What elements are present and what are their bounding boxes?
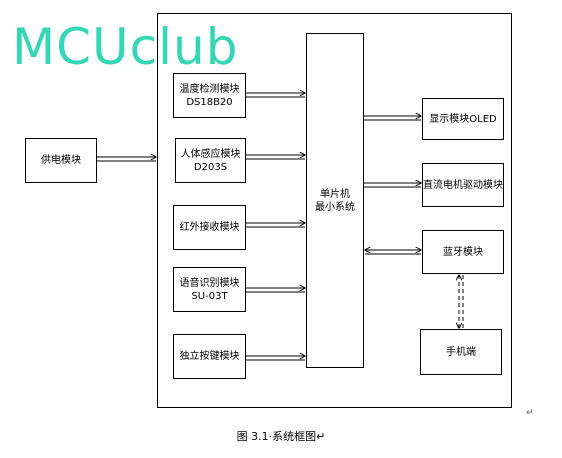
arrow-mcu-to-display [364,116,421,121]
phone-label: 手机端 [446,346,476,358]
phone-box: 手机端 [420,329,502,375]
human-sensor-module-model: D203S [193,161,228,173]
temperature-module-model: DS18B20 [186,96,233,108]
human-sensor-module-box: 人体感应模块 D203S [175,138,246,183]
system-frame [157,13,512,408]
temperature-module-box: 温度检测模块 DS18B20 [173,73,246,118]
display-module-box: 显示模块OLED [422,98,504,140]
key-module-label: 独立按键模块 [179,351,240,362]
arrow-mcu-to-motor [364,183,421,188]
temperature-module-label: 温度检测模块 [179,83,240,95]
voice-module-model: SU-03T [191,290,228,302]
arrow-temperature-to-mcu [246,93,305,98]
key-module-box: 独立按键模块 [173,334,246,379]
arrow-key-to-mcu [246,356,305,361]
arrow-infrared-to-mcu [246,223,305,228]
arrow-human-sensor-to-mcu [246,155,305,160]
return-mark: ↵ [526,408,534,418]
motor-module-label: 直流电机驱动模块 [423,179,503,191]
display-module-label: 显示模块OLED [429,113,497,125]
bluetooth-module-label: 蓝牙模块 [443,246,483,258]
arrow-mcu-bluetooth-bidirectional [365,250,421,255]
watermark-text: MCUclub [12,18,239,76]
mcu-label-line1: 单片机 [320,188,350,200]
arrow-bluetooth-phone-wireless [459,275,464,328]
bluetooth-module-box: 蓝牙模块 [422,230,504,274]
power-module-box: 供电模块 [25,138,97,183]
arrow-power-to-frame [97,157,156,162]
infrared-module-label: 红外接收模块 [179,222,240,233]
human-sensor-module-label: 人体感应模块 [180,148,241,160]
power-module-label: 供电模块 [41,155,81,166]
arrow-voice-to-mcu [246,288,305,293]
mcu-box: 单片机 最小系统 [306,33,364,368]
voice-module-box: 语音识别模块 SU-03T [173,267,246,312]
voice-module-label: 语音识别模块 [179,277,240,289]
infrared-module-box: 红外接收模块 [173,205,246,250]
motor-module-box: 直流电机驱动模块 [422,163,504,207]
figure-caption: 图 3.1·系统框图↵ [236,430,326,443]
mcu-label-line2: 最小系统 [315,201,355,213]
